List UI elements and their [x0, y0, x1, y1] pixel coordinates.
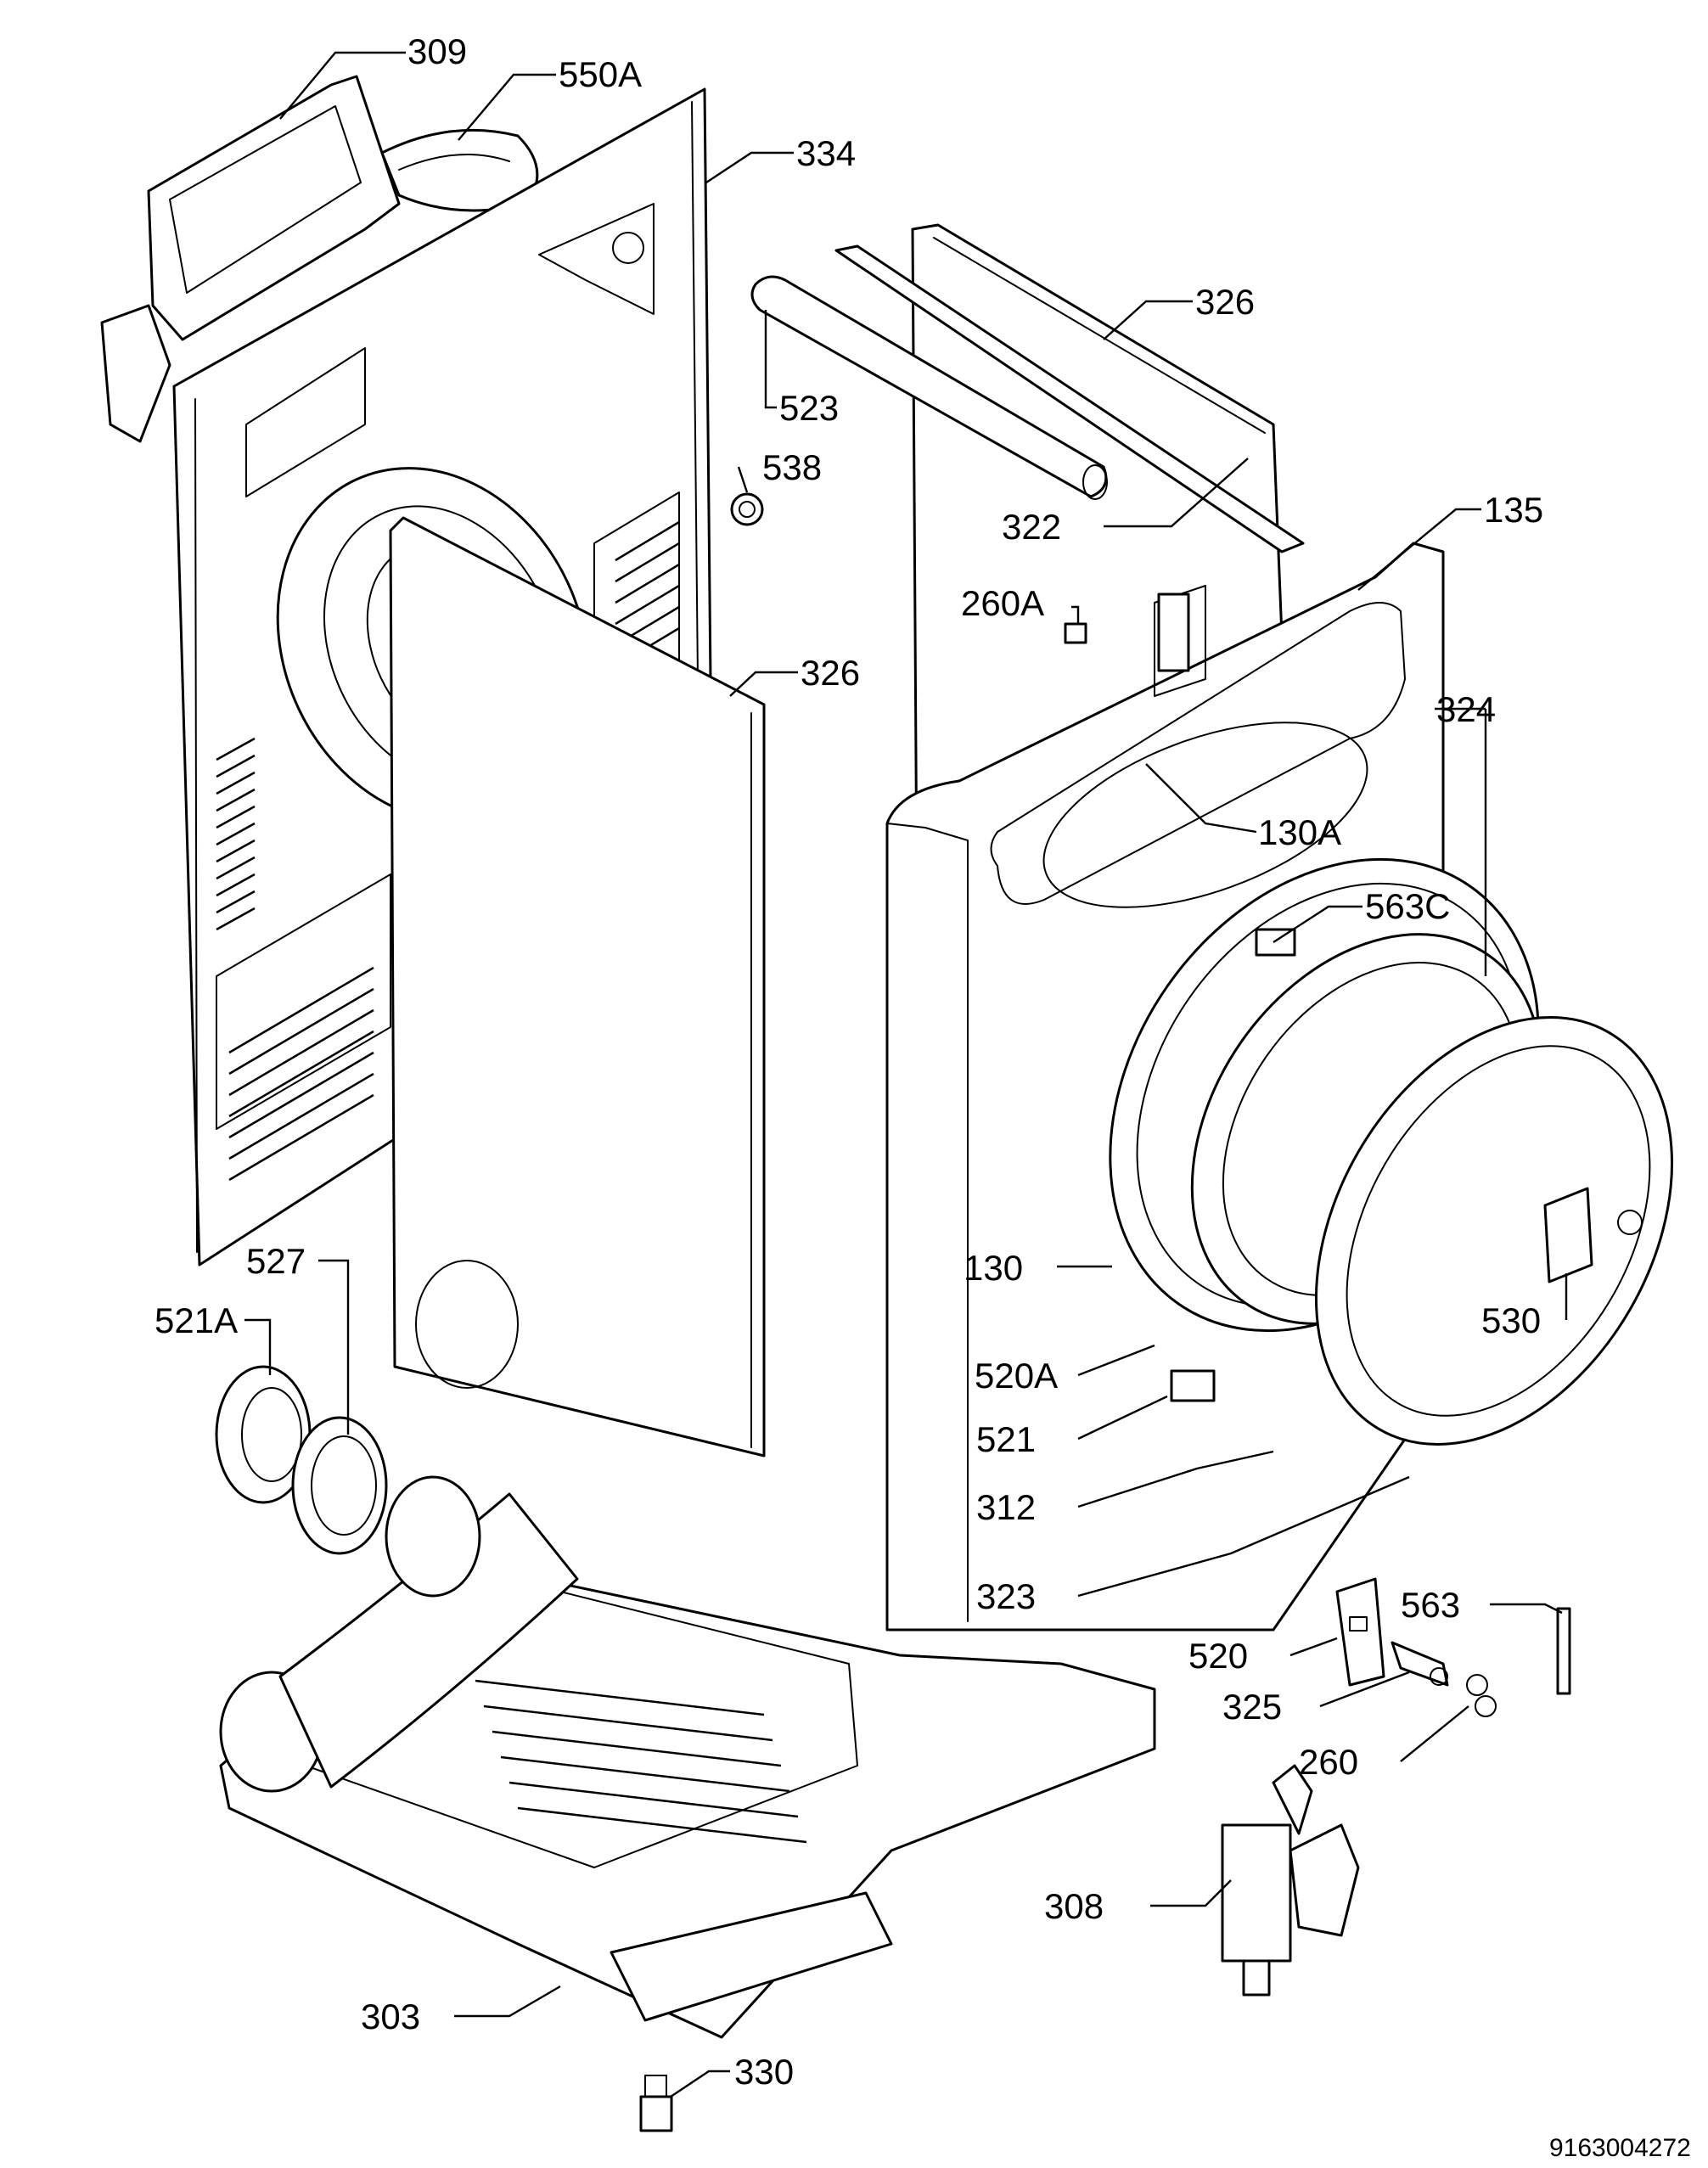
filter-ring-527 [291, 1416, 388, 1555]
label-303: 303 [361, 1997, 420, 2036]
label-308: 308 [1044, 1886, 1104, 1926]
label-309: 309 [407, 31, 467, 71]
label-130: 130 [964, 1248, 1023, 1288]
duct-elbow [385, 1475, 481, 1598]
base-303 [219, 1492, 1156, 2039]
label-326-mid: 326 [801, 653, 860, 693]
hinge-clip-135 [1157, 593, 1190, 672]
bushing-538 [730, 492, 764, 526]
label-260A: 260A [961, 583, 1044, 623]
label-520A: 520A [975, 1356, 1058, 1396]
catch-521 [1170, 1369, 1216, 1402]
label-322: 322 [1002, 507, 1061, 547]
hinge-plate-520 [1335, 1577, 1385, 1687]
label-130A: 130A [1258, 812, 1341, 852]
top-rail-322 [834, 244, 1305, 553]
foot-330 [639, 2075, 673, 2132]
label-260: 260 [1299, 1742, 1358, 1782]
spring-260 [1466, 1674, 1497, 1717]
label-520: 520 [1188, 1636, 1248, 1676]
label-563C: 563C [1365, 886, 1450, 926]
label-323: 323 [976, 1576, 1036, 1616]
label-530: 530 [1481, 1300, 1541, 1340]
label-135: 135 [1484, 490, 1543, 530]
leader-lines [244, 51, 1568, 2098]
label-330: 330 [734, 2052, 794, 2092]
label-325: 325 [1222, 1687, 1282, 1727]
drawing-code: 9163004272 [1549, 2134, 1691, 2162]
label-521: 521 [976, 1419, 1036, 1459]
side-panel-326 [389, 516, 766, 1458]
label-334: 334 [796, 133, 856, 173]
part-labels: 309 550A 334 326 523 538 322 135 260A 32… [155, 31, 1543, 2092]
label-527: 527 [246, 1241, 306, 1281]
label-521A: 521A [155, 1300, 238, 1340]
label-326-top: 326 [1195, 282, 1255, 322]
label-563: 563 [1401, 1585, 1460, 1625]
rear-frame-309 [100, 75, 401, 443]
filter-holder-521A [215, 1365, 312, 1504]
hinge-308 [1221, 1764, 1360, 1997]
fan-housing-550A [380, 128, 539, 212]
label-538: 538 [762, 447, 822, 487]
clip-260A [1064, 622, 1087, 644]
label-523: 523 [779, 388, 839, 428]
door-530 [1314, 1016, 1674, 1446]
label-550A: 550A [559, 54, 642, 94]
top-rail-523 [750, 275, 1108, 500]
rear-panel-vents [216, 520, 680, 1182]
label-312: 312 [976, 1487, 1036, 1527]
hinge-lever-325 [1391, 1641, 1449, 1687]
pin-563 [1556, 1607, 1571, 1695]
label-324: 324 [1436, 689, 1496, 729]
